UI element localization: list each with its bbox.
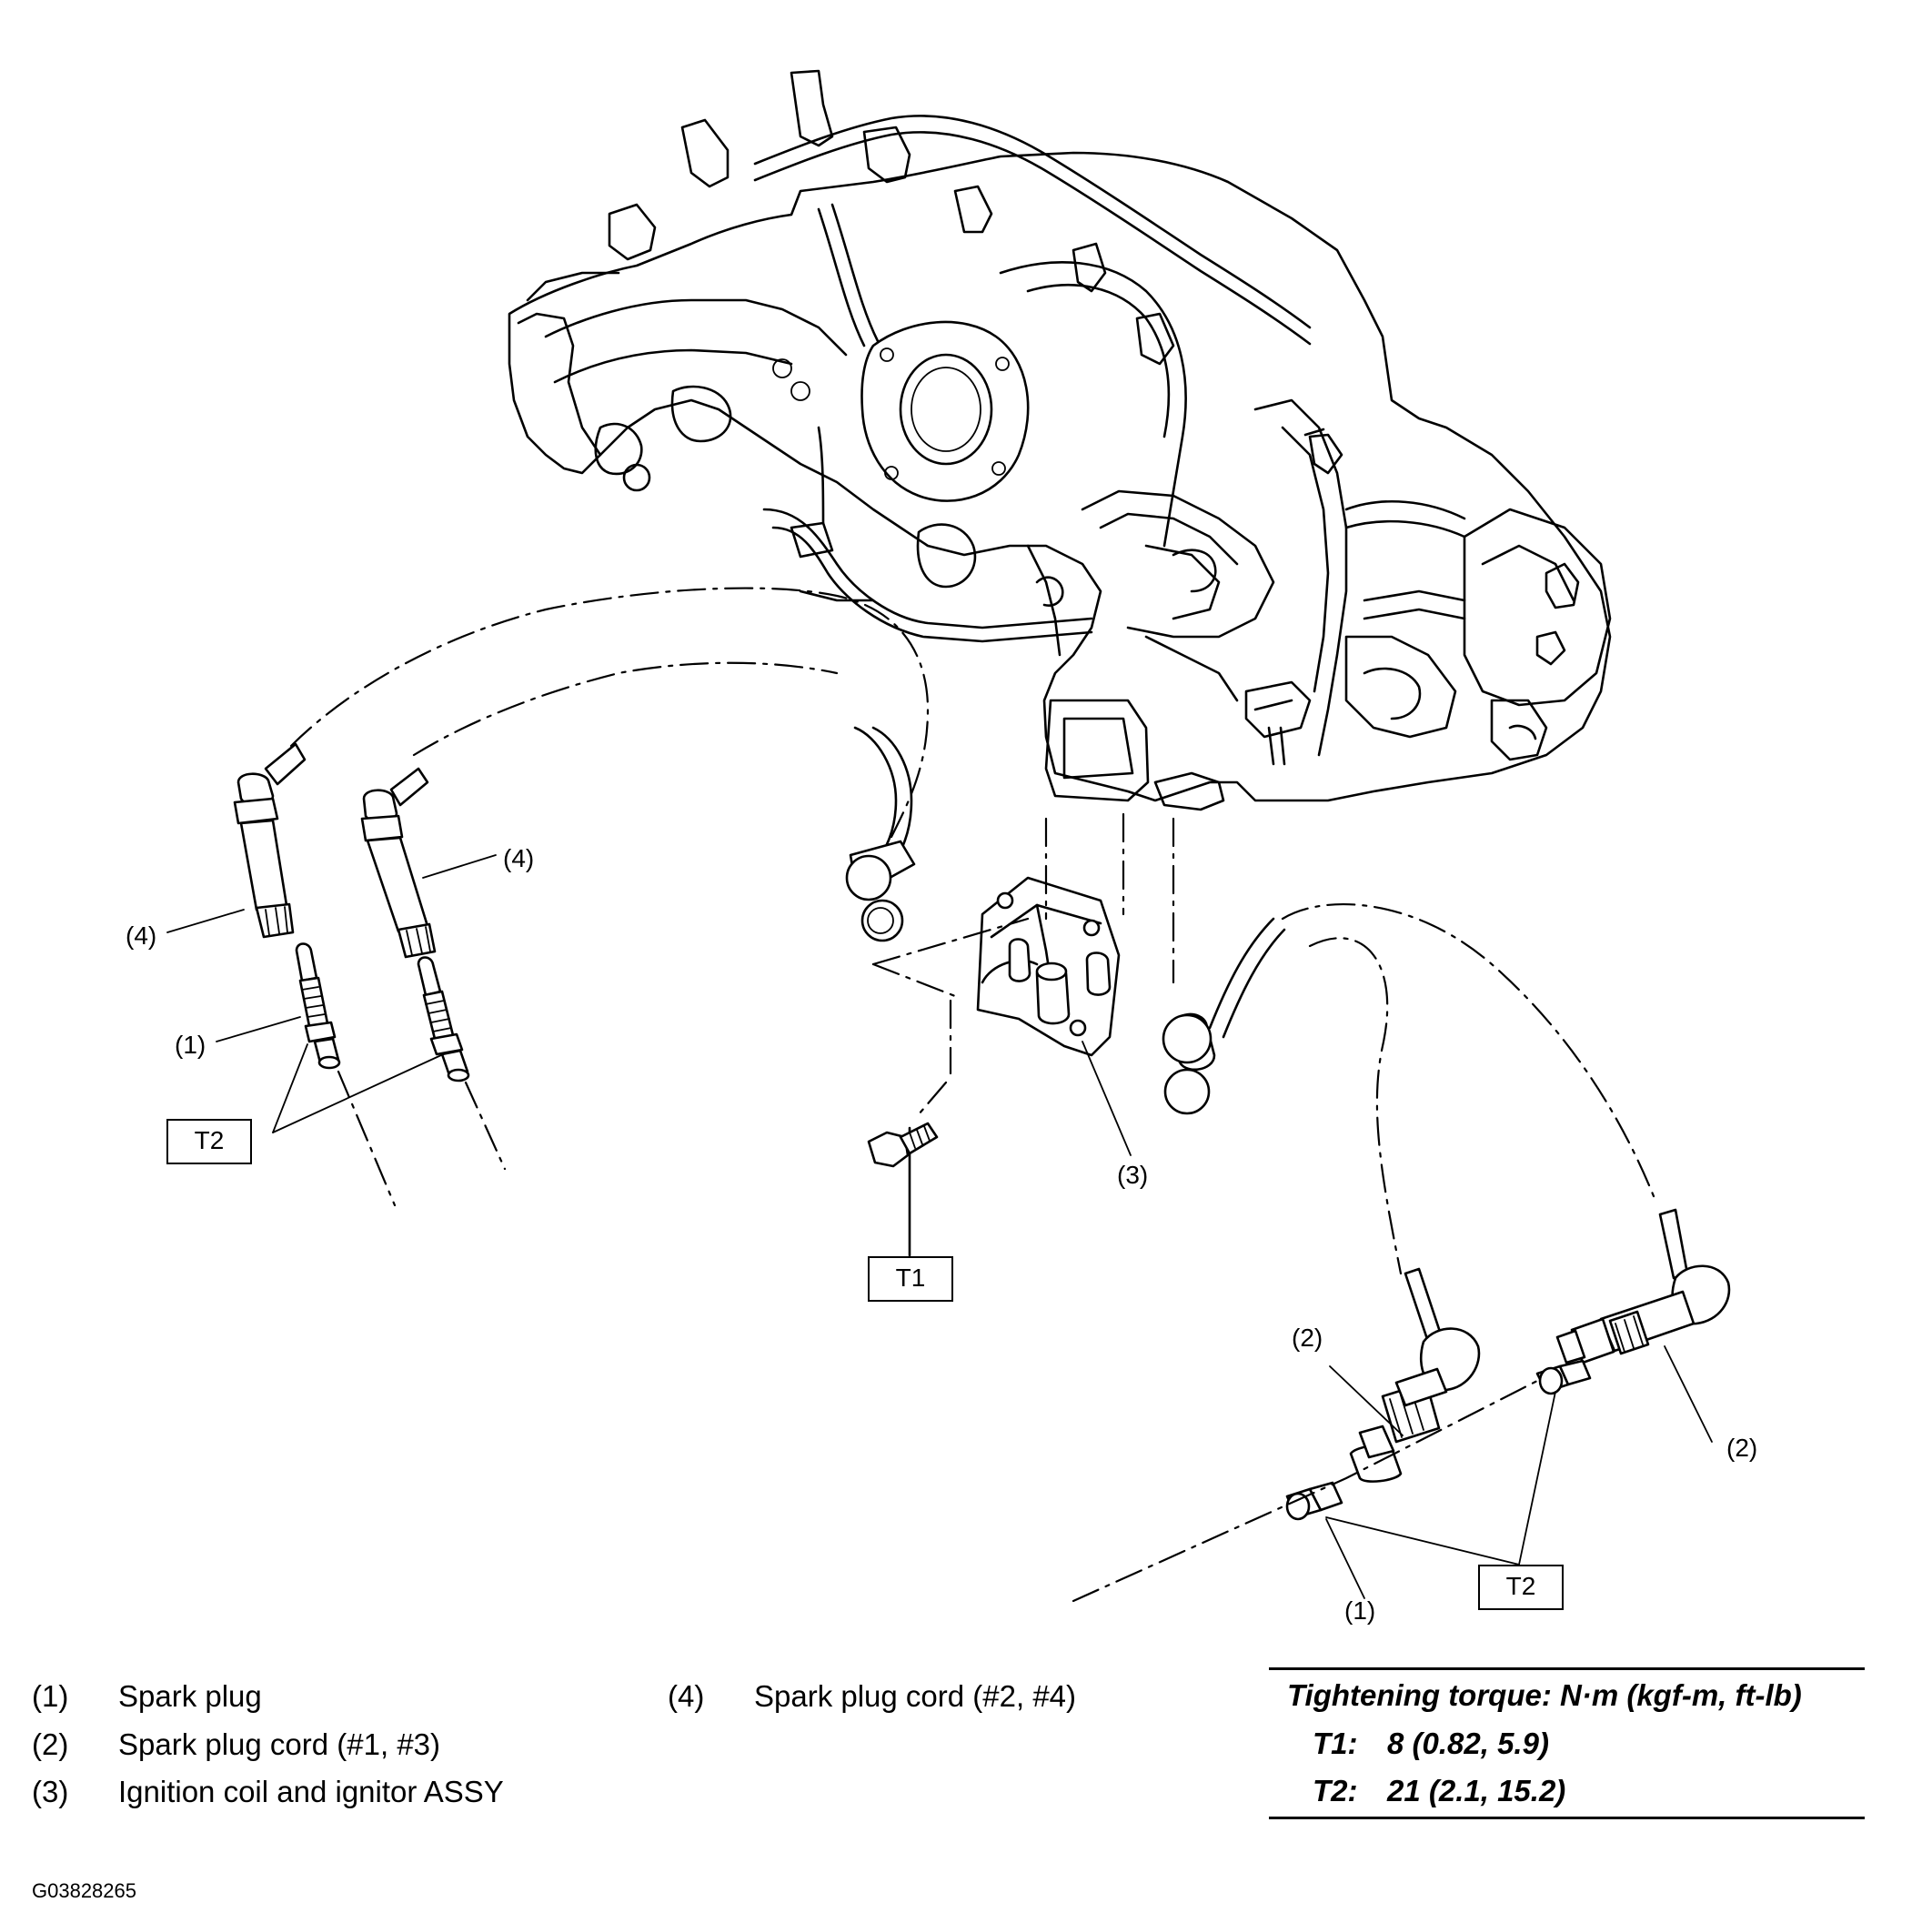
torque-box-t2-right: T2 <box>1478 1565 1564 1610</box>
legend-text: Spark plug cord (#1, #3) <box>118 1727 441 1761</box>
torque-heading: Tightening torque: N·m (kgf-m, ft-lb) <box>1287 1678 1802 1712</box>
torque-box-t2-left: T2 <box>166 1119 252 1164</box>
spark-plugs-right-illustration <box>1072 1359 1592 1603</box>
bolt-illustration <box>867 1122 939 1168</box>
spark-plug-cords-1-3-illustration <box>1162 902 1731 1483</box>
spark-plug-cords-2-4-illustration <box>233 587 930 959</box>
legend-number: (3) <box>32 1775 69 1808</box>
legend-text: Ignition coil and ignitor ASSY <box>118 1775 504 1808</box>
torque-spec-table: Tightening torque: N·m (kgf-m, ft-lb) T1… <box>1269 1667 1865 1820</box>
torque-row-t2-label: T2: <box>1313 1774 1358 1807</box>
figure-code: G03828265 <box>32 1879 136 1902</box>
torque-box-t1: T1 <box>868 1256 953 1302</box>
callout-4-right: (4) <box>503 844 535 872</box>
callout-4-left: (4) <box>126 921 157 950</box>
table-bottom-rule <box>1269 1817 1865 1819</box>
callout-1-right: (1) <box>1344 1596 1376 1625</box>
torque-row-t2-value: 21 (2.1, 15.2) <box>1387 1774 1566 1807</box>
legend-number: (2) <box>32 1727 69 1761</box>
callout-2-upper: (2) <box>1292 1324 1323 1352</box>
legend-text: Spark plug <box>118 1679 262 1713</box>
legend-number: (1) <box>32 1679 69 1713</box>
ignition-system-exploded-diagram <box>166 69 1731 1603</box>
legend-number: (4) <box>668 1679 705 1713</box>
callout-1-left: (1) <box>175 1031 206 1059</box>
callout-3: (3) <box>1117 1161 1149 1189</box>
torque-row-t1-label: T1: <box>1313 1727 1358 1760</box>
intake-manifold-illustration <box>508 69 1612 811</box>
spark-plugs-left-illustration <box>295 942 507 1207</box>
callout-leader-lines <box>166 854 1713 1599</box>
table-top-rule <box>1269 1667 1865 1670</box>
callout-2-right: (2) <box>1726 1434 1758 1462</box>
ignition-coil-ignitor-illustration <box>871 812 1175 1257</box>
torque-row-t1-value: 8 (0.82, 5.9) <box>1387 1727 1549 1760</box>
legend-text: Spark plug cord (#2, #4) <box>754 1679 1077 1713</box>
